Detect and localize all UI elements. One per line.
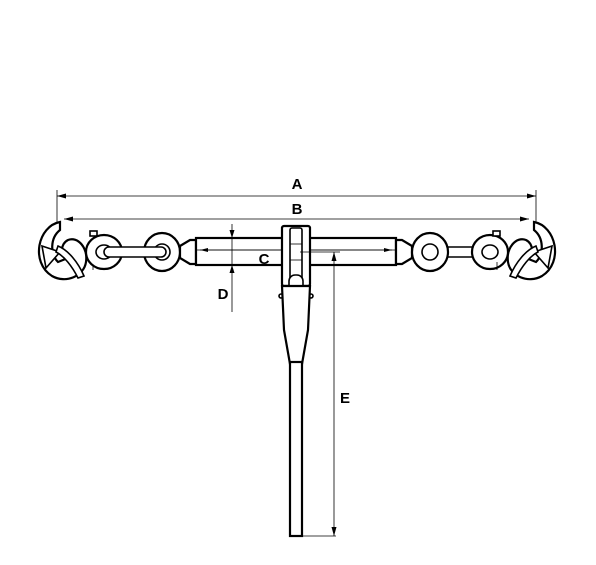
right-chain-link-inner: [470, 233, 510, 271]
right-end-cap: [394, 238, 414, 266]
dimension-d-label: D: [218, 286, 229, 303]
dimension-c-label: C: [259, 251, 270, 268]
dimension-d: D: [218, 224, 235, 312]
dimension-a-label: A: [292, 176, 303, 193]
left-end-cap: [178, 238, 198, 266]
ratchet-handle: [278, 224, 314, 538]
dimension-e: E: [300, 251, 350, 537]
right-hook: [492, 220, 557, 281]
dimension-e-label: E: [340, 390, 350, 407]
dimension-b: B: [64, 201, 529, 222]
dimension-a: A: [56, 176, 537, 232]
right-chain-link-outer: [410, 231, 450, 273]
dimension-b-label: B: [292, 201, 303, 218]
left-threaded-rod: [103, 246, 167, 258]
left-hook: [37, 220, 98, 281]
